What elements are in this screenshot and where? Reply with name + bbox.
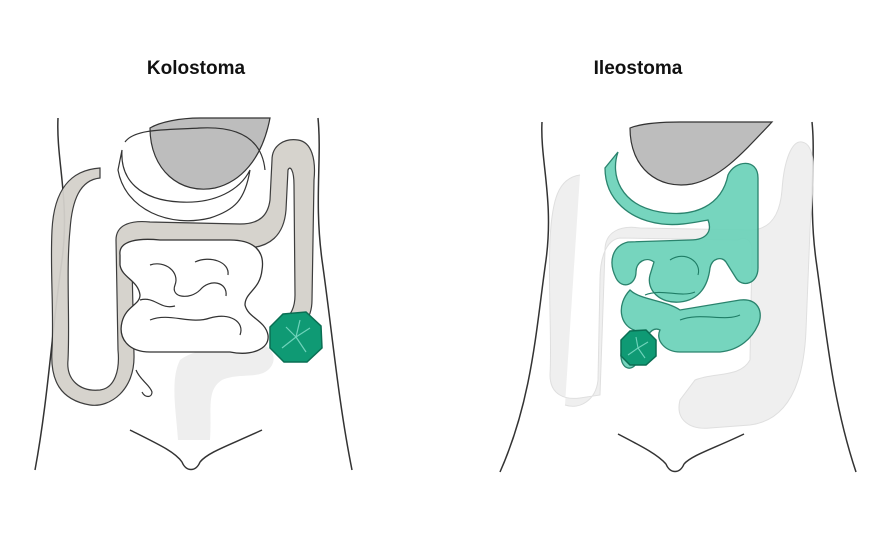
kolostoma-title: Kolostoma [146,58,246,79]
ileostoma-title: Ileostoma [593,58,683,79]
duodenum [117,149,251,222]
upper-loop [124,127,266,171]
body-outline-right [317,117,353,471]
sigmoid-tail [135,369,153,398]
small-intestine-folds [139,258,242,336]
kolostoma-panel: Kolostoma [34,58,353,471]
stomach [149,117,271,190]
stomach [629,121,774,186]
ileostoma-panel: Ileostoma [440,0,880,540]
faded-rectum [174,344,274,440]
teal-folds [644,255,741,321]
body-outline-left [499,121,550,473]
kolostoma-diagram [34,117,353,471]
colostomy-stoma-swirl [281,319,311,353]
ileostomy-stoma-swirl [627,336,649,359]
ileostoma-diagram [499,121,857,473]
pelvis-outline [617,433,745,473]
small-intestine [119,238,269,354]
pelvis-outline [129,429,263,471]
small-intestine-teal [604,151,759,303]
body-outline-right [811,121,857,473]
